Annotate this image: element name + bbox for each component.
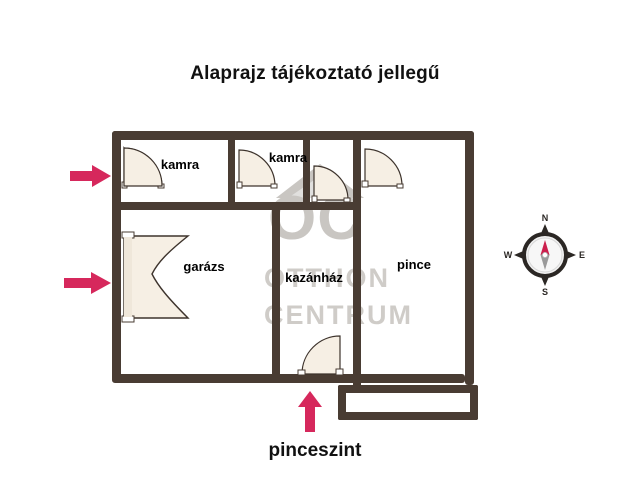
entry-arrow-bottom [298,391,322,432]
wall-divider-kamra [228,135,235,205]
entry-arrow-left-top [70,165,111,187]
room-label-garazs: garázs [183,259,225,274]
door-kazanhaz [297,335,344,376]
door-kamra1 [121,145,165,189]
wall-outer-top [112,131,474,140]
entry-arrow-left-middle [64,272,111,294]
door-garazs [121,231,190,323]
door-kamra2 [236,149,278,189]
wall-extension-bottom-right-left [338,385,346,420]
wall-outer-bottom [112,374,465,383]
door-pince [361,148,404,189]
room-label-pince: pince [397,257,431,272]
wall-divider-garazs-kazanhaz [272,202,280,382]
wall-outer-right [465,131,474,385]
compass-rose: N S W E [504,213,585,297]
wall-divider-top-right [353,135,361,387]
door-top-middle-room [311,165,351,203]
room-label-kamra-1: kamra [160,157,200,172]
compass-center-pin [542,252,549,259]
wall-outer-left [112,131,121,382]
wall-extension-bottom-right-bottom [338,412,478,420]
wall-extension-bottom-right-top [338,385,478,393]
room-label-kamra-2: kamra [268,150,308,165]
compass-label-north: N [542,213,549,223]
wall-interior-horizontal-top [112,202,360,210]
compass-label-south: S [542,287,548,297]
wall-divider-kamra2-right [303,135,310,205]
compass-label-west: W [504,250,513,260]
wall-extension-bottom-right-right [470,385,478,420]
wall-group [112,131,478,420]
room-label-kazanhaz: kazánház [285,270,343,285]
compass-label-east: E [579,250,585,260]
floor-level-caption: pinceszint [268,440,362,461]
page-title: Alaprajz tájékoztató jellegű [190,63,440,84]
